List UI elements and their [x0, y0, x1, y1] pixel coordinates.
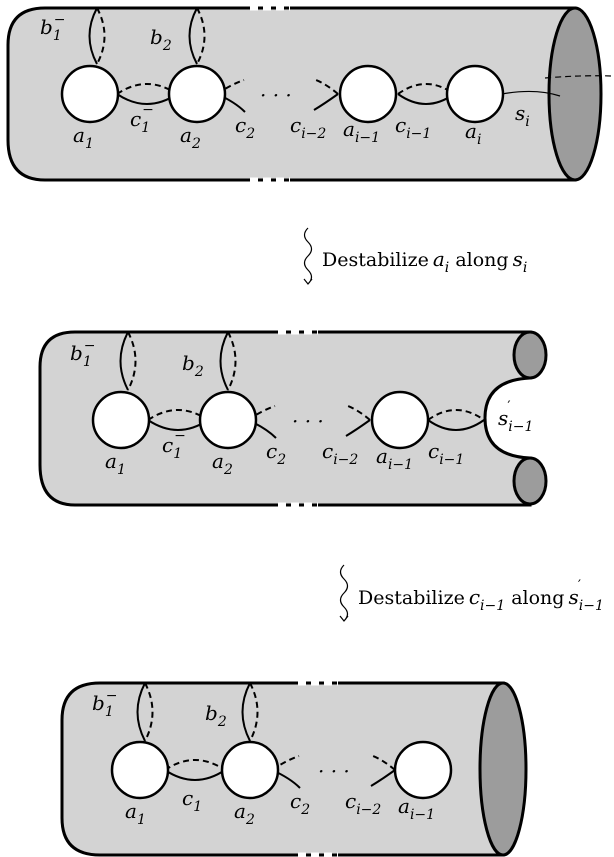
hole-aim1 [370, 390, 430, 450]
hole-a2 [167, 64, 227, 124]
hole-aim1 [338, 64, 398, 124]
curve-c1-dashed [147, 409, 209, 421]
label-dots: · · · [318, 759, 350, 783]
label-b1-minus: b1− [92, 688, 117, 720]
label-b2: b2 [205, 701, 227, 730]
curve-c1-dashed [116, 83, 178, 95]
arc-si-dashed [544, 75, 613, 79]
surface-panel-1: b1− b2 a1 c1− a2 c2 · · · ci−2 ai−1 ci−1… [6, 5, 613, 183]
curve-b1-dashed [144, 682, 154, 742]
label-c1-minus: c1− [130, 102, 154, 136]
curve-b2-solid [219, 331, 229, 391]
label-c2: c2 [290, 789, 310, 818]
label-c2: c2 [266, 439, 286, 468]
curve-b1-solid [88, 7, 98, 65]
hole-a1 [110, 740, 170, 800]
label-dots: · · · [292, 409, 324, 433]
label-aim1: ai−1 [343, 117, 380, 146]
curve-b2-solid [188, 7, 198, 65]
curve-cim2-dashed [347, 405, 371, 421]
label-s-prime-im1: si−1′ [498, 399, 533, 435]
step-1-caption: Destabilize ai along si [322, 247, 527, 276]
curve-b1-dashed [127, 331, 137, 391]
label-b1-minus: b1− [70, 338, 95, 370]
hole-ai [445, 64, 505, 124]
label-a2: a2 [180, 123, 201, 152]
hole-a2 [220, 740, 280, 800]
label-aim1: ai−1 [376, 444, 413, 473]
label-a2: a2 [212, 449, 233, 478]
label-a1: a1 [105, 449, 126, 478]
curve-cim1-solid [427, 419, 485, 431]
hole-a2 [198, 390, 258, 450]
curve-b1-solid [119, 331, 129, 391]
surface-body [60, 681, 505, 857]
label-si: si [515, 101, 530, 130]
label-b1-minus: b1− [40, 12, 65, 44]
curve-b1-solid [136, 682, 146, 742]
surface-panel-3: b1− b2 a1 c1 a2 c2 · · · ci−2 ai−1 [60, 680, 528, 857]
hole-a1 [60, 64, 120, 124]
tube-end-cap [478, 681, 528, 857]
label-cim2: ci−2 [290, 113, 326, 142]
label-a2: a2 [234, 799, 255, 828]
curve-cim2-solid [313, 93, 339, 111]
label-a1: a1 [73, 123, 94, 152]
step-2-caption: Destabilize ci−1 along si−1′ [358, 578, 604, 614]
label-a1: a1 [125, 799, 146, 828]
tube-end-cap-top [512, 330, 548, 380]
hole-aim1 [393, 740, 453, 800]
label-b2: b2 [150, 25, 172, 54]
label-cim1: ci−1 [428, 439, 464, 468]
curve-cim2-dashed [372, 755, 396, 771]
label-cim2: ci−2 [322, 439, 358, 468]
curve-b1-dashed [96, 7, 106, 65]
surface-body [6, 6, 577, 182]
curve-c1-solid [164, 769, 226, 781]
label-aim1: ai−1 [398, 794, 435, 823]
curve-cim2-dashed [315, 79, 339, 95]
surface-panel-2: b1− b2 a1 c1− a2 c2 · · · ci−2 ai−1 ci−1… [38, 329, 548, 508]
label-cim2: ci−2 [345, 789, 381, 818]
label-c1-minus: c1− [162, 428, 186, 462]
curve-cim2-solid [345, 419, 371, 437]
label-b2: b2 [182, 351, 204, 380]
label-cim1: ci−1 [395, 113, 431, 142]
tube-end-cap [547, 6, 603, 182]
curve-c1-dashed [164, 759, 226, 771]
label-c2: c2 [235, 113, 255, 142]
curve-cim1-dashed [427, 409, 485, 421]
hole-a1 [91, 390, 151, 450]
squiggle-arrow-1 [303, 227, 313, 285]
label-dots: · · · [260, 83, 292, 107]
curve-b2-dashed [196, 7, 206, 65]
label-ai: ai [465, 119, 481, 148]
curve-b2-dashed [249, 682, 259, 742]
squiggle-arrow-2 [339, 564, 349, 622]
label-c1: c1 [182, 786, 202, 815]
curve-b2-dashed [227, 331, 237, 391]
step-2: Destabilize ci−1 along si−1′ [339, 564, 604, 622]
step-1: Destabilize ai along si [303, 227, 527, 285]
tube-end-cap-bottom [512, 456, 548, 506]
curve-b2-solid [241, 682, 251, 742]
arc-si-solid [501, 90, 561, 97]
curve-cim2-solid [370, 769, 396, 787]
